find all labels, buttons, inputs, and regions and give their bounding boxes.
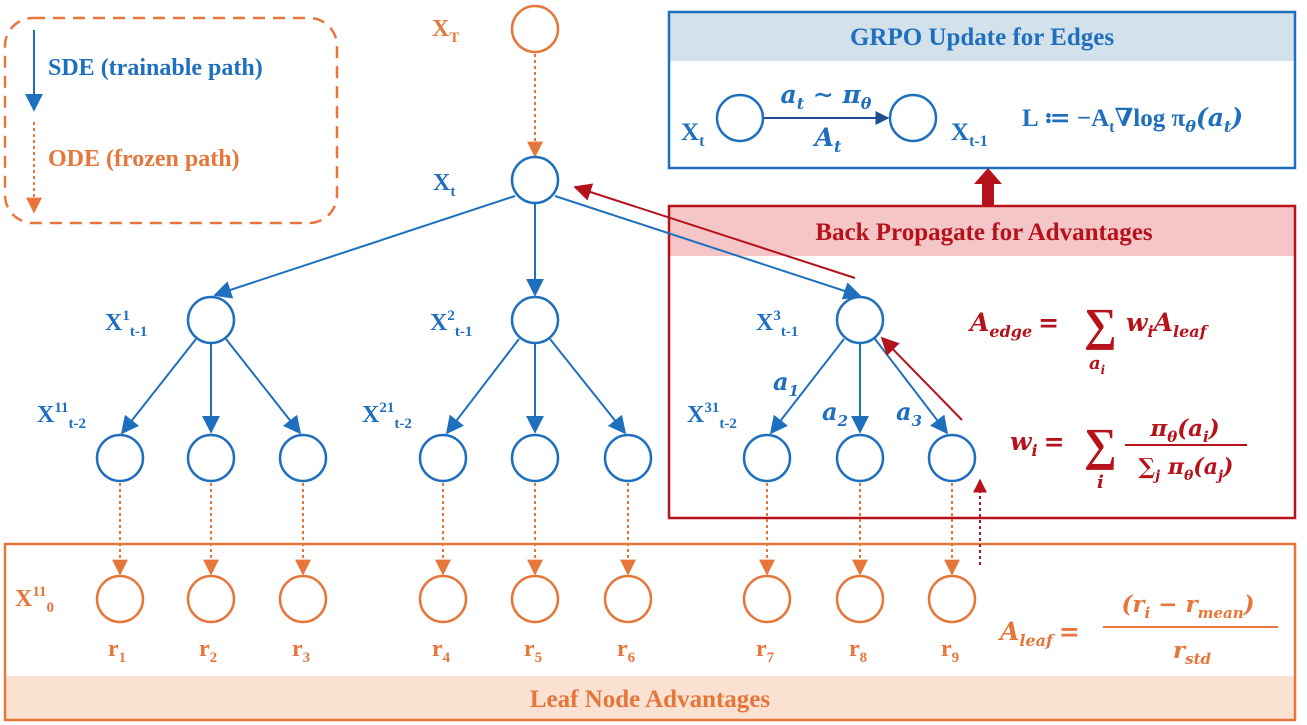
- root-node: [510, 4, 560, 54]
- reward-label: r5: [524, 636, 542, 666]
- reward-label: r7: [756, 636, 775, 666]
- svg-text:rstd: rstd: [1173, 637, 1211, 668]
- level1-label-3: X3t-1: [756, 308, 798, 340]
- level1-node: [835, 295, 885, 345]
- leaf-section-title: Leaf Node Advantages: [530, 686, 771, 713]
- sde-legend-label: SDE (trainable path): [48, 55, 263, 81]
- reward-label: r8: [849, 636, 867, 666]
- svg-text:∑: ∑: [1084, 299, 1117, 350]
- edge-advantage-formula: Aedge= ∑ ai wiAleaf: [968, 299, 1210, 377]
- tree-nodes: [95, 4, 977, 624]
- legend: SDE (trainable path) ODE (frozen path): [3, 16, 339, 225]
- leaf-section: Leaf Node Advantages: [3, 542, 1297, 722]
- grpo-header-bg: [669, 12, 1295, 61]
- action-label-3: a3: [896, 397, 922, 430]
- level2-node: [95, 433, 145, 483]
- reward-label: r1: [108, 636, 126, 666]
- weight-formula: wi= ∑ i πθ(ai) ∑j πθ(aj): [1010, 415, 1247, 493]
- edge-x1-c3: [225, 338, 302, 435]
- leaf-advantage-formula: Aleaf= (ri − rmean) rstd: [998, 591, 1278, 668]
- level2-node: [927, 433, 977, 483]
- level1-node: [186, 295, 236, 345]
- edge-x1-c1: [120, 338, 197, 435]
- level2-node: [510, 433, 560, 483]
- leaf-section-header-bg: [5, 676, 1295, 720]
- level2-node: [186, 433, 236, 483]
- ode-edges: [112, 54, 960, 576]
- svg-text:i: i: [1097, 472, 1104, 493]
- svg-text:Aedge=: Aedge=: [968, 308, 1059, 341]
- reward-label: r9: [941, 636, 959, 666]
- grpo-loss-formula: L ≔ −At∇log πθ(at): [1022, 103, 1243, 136]
- ode-legend-label: ODE (frozen path): [48, 146, 240, 172]
- xt-label: Xt: [433, 170, 455, 200]
- grpo-section: GRPO Update for Edges Xt Xt-1 at ∼ πθ At…: [667, 10, 1297, 170]
- xt-node: [510, 155, 560, 205]
- level1-label-1: X1t-1: [105, 308, 147, 340]
- grpo-right-node: [888, 93, 938, 143]
- svg-text:wiAleaf: wiAleaf: [1126, 308, 1210, 341]
- svg-text:∑: ∑: [1084, 419, 1117, 470]
- svg-text:πθ(ai): πθ(ai): [1149, 415, 1219, 446]
- edge-x2-c3: [549, 338, 627, 435]
- reward-label: r4: [432, 636, 451, 666]
- backprop-arrow-to-xt: [573, 183, 856, 279]
- backprop-arrow-to-x3: [880, 336, 963, 421]
- leaf-node: [418, 574, 468, 624]
- level1-node: [510, 295, 560, 345]
- leaf-node: [742, 574, 792, 624]
- edge-x2-c1: [445, 338, 520, 435]
- grpo-left-node: [715, 93, 765, 143]
- node-labels: XT Xt X1t-1 X2t-1 X3t-1 X11t-2 X21t-2 X3…: [15, 16, 922, 616]
- level2-label-3: X31t-2: [687, 400, 737, 432]
- grpo-edge-top-label: at ∼ πθ: [781, 80, 872, 113]
- backprop-box: [667, 204, 1297, 520]
- root-label: XT: [432, 16, 459, 46]
- level2-label-2: X21t-2: [362, 400, 412, 432]
- level1-label-2: X2t-1: [430, 308, 472, 340]
- grpo-box: [667, 10, 1297, 170]
- level2-node: [603, 433, 653, 483]
- backprop-arrows: [573, 183, 987, 565]
- leaf-node: [510, 574, 560, 624]
- level2-node: [418, 433, 468, 483]
- sde-edges: [120, 195, 949, 435]
- level2-node: [278, 433, 328, 483]
- action-label-2: a2: [822, 397, 848, 430]
- grpo-title: GRPO Update for Edges: [850, 24, 1114, 51]
- leaf-node: [603, 574, 653, 624]
- reward-label: r6: [617, 636, 636, 666]
- grpo-left-label: Xt: [681, 119, 705, 150]
- svg-text:wi=: wi=: [1010, 427, 1065, 460]
- leaf-section-box: [3, 542, 1297, 722]
- legend-box: [3, 16, 339, 225]
- grpo-right-label: Xt-1: [951, 119, 988, 150]
- level2-label-1: X11t-2: [37, 400, 86, 432]
- svg-text:ai: ai: [1089, 353, 1106, 377]
- leaf-node: [95, 574, 145, 624]
- leaf-label: X110: [15, 584, 54, 616]
- edge-xt-x3: [554, 195, 862, 300]
- backprop-to-grpo-arrow: [974, 168, 1002, 206]
- action-label-1: a1: [773, 367, 799, 400]
- grpo-edge-bottom-label: At: [813, 123, 842, 156]
- edge-xt-x1: [213, 195, 516, 299]
- backprop-section: Back Propagate for Advantages Aedge= ∑ a…: [667, 204, 1297, 520]
- svg-text:Aleaf=: Aleaf=: [998, 617, 1080, 650]
- leaf-node: [186, 574, 236, 624]
- level2-node: [742, 433, 792, 483]
- level2-node: [835, 433, 885, 483]
- reward-label: r3: [292, 636, 310, 666]
- reward-labels: r1 r2 r3 r4 r5 r6 r7 r8 r9: [108, 636, 959, 666]
- backprop-header-bg: [669, 206, 1295, 256]
- edge-x3-c1: [769, 338, 845, 435]
- leaf-node: [835, 574, 885, 624]
- leaf-node: [278, 574, 328, 624]
- reward-label: r2: [199, 636, 217, 666]
- leaf-node: [927, 574, 977, 624]
- svg-text:∑j πθ(aj): ∑j πθ(aj): [1139, 454, 1234, 484]
- svg-text:(ri − rmean): (ri − rmean): [1121, 591, 1254, 622]
- backprop-title: Back Propagate for Advantages: [815, 219, 1153, 246]
